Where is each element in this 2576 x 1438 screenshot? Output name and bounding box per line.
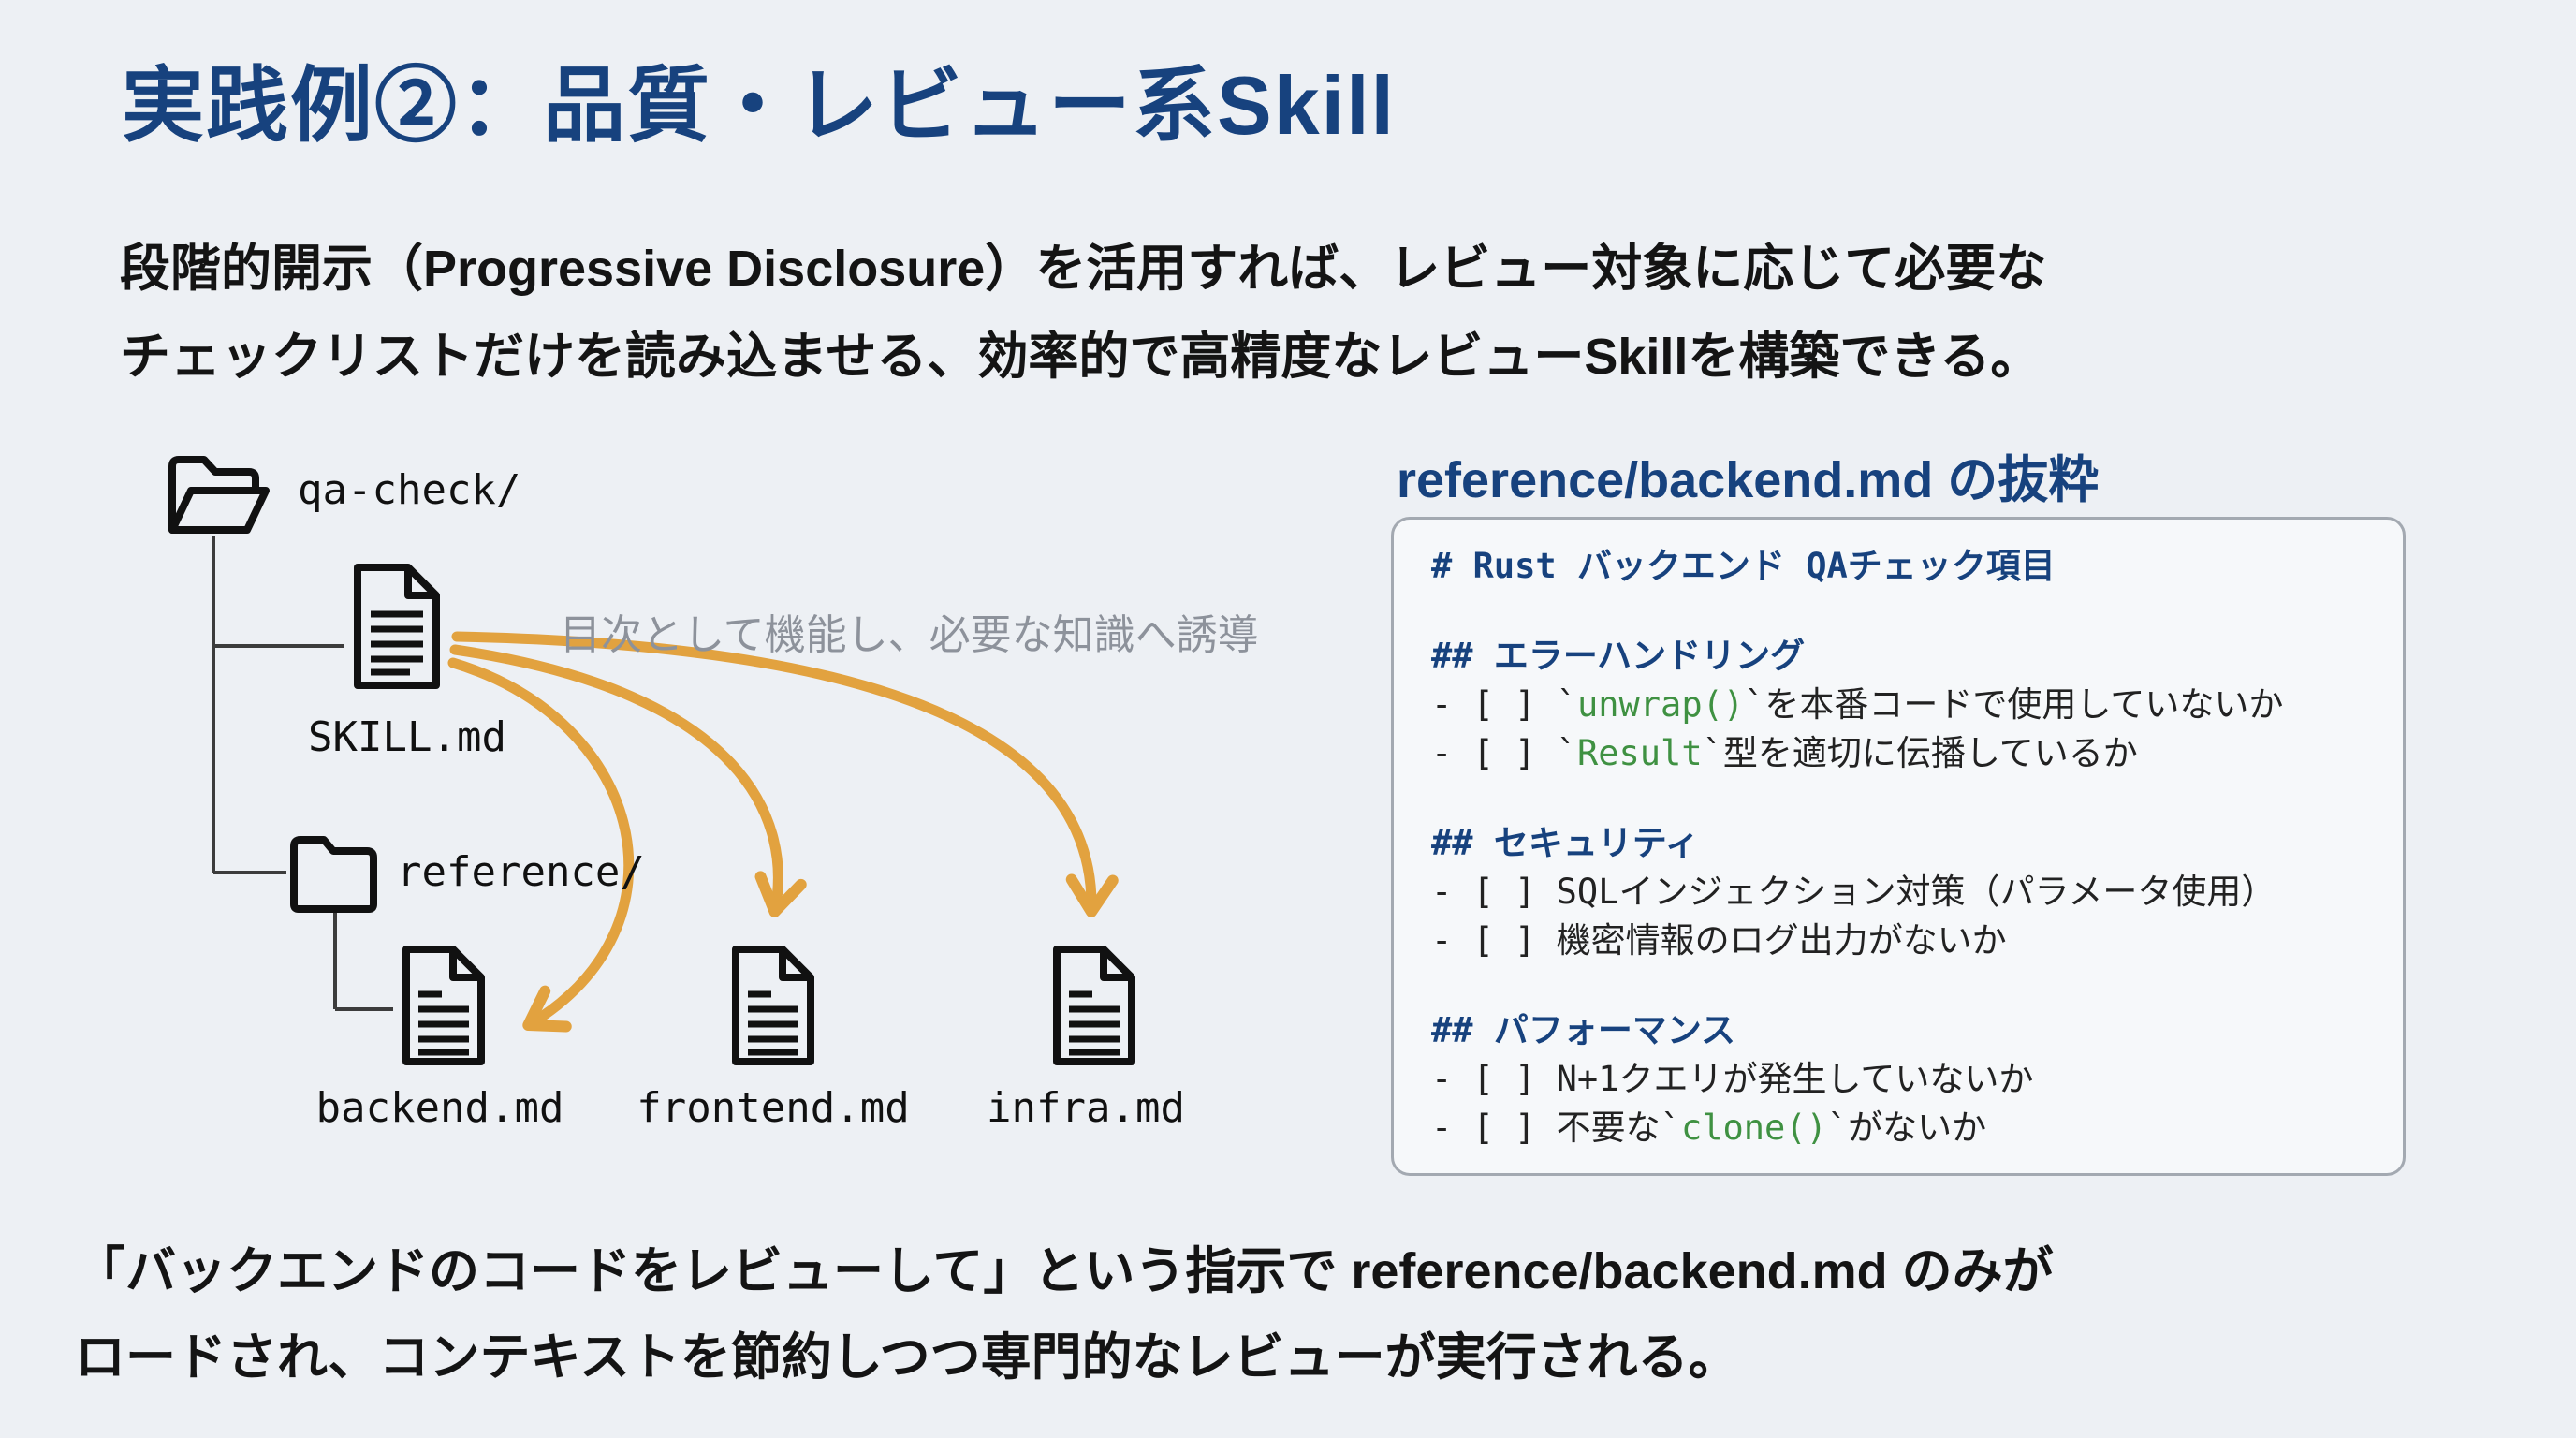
code-checklist-item: - [ ] 機密情報のログ出力がないか [1431,917,2365,965]
backend-md-file-label: backend.md [315,1084,564,1132]
code-text: `がないか [1826,1108,1987,1148]
infra-md-file-label: infra.md [987,1084,1185,1132]
code-text: - [ ] N+1クエリが発生していないか [1431,1059,2034,1099]
qa-check-folder-label: qa-check/ [298,466,521,514]
footer-line-1: 「バックエンドのコードをレビューして」という指示で reference/back… [75,1243,2054,1299]
footer-text: 「バックエンドのコードをレビューして」という指示で reference/back… [75,1228,2054,1401]
code-blank-line [1431,778,2365,819]
code-checklist-item: - [ ] SQLインジェクション対策（パラメータ使用） [1431,868,2365,917]
code-text: - [ ] 機密情報のログ出力がないか [1431,920,2007,961]
code-checklist-item: - [ ] `unwrap()`を本番コードで使用していないか [1431,681,2365,729]
code-text: - [ ] ` [1431,733,1577,773]
code-checklist-item: - [ ] 不要な`clone()`がないか [1431,1104,2365,1152]
code-panel: # Rust バックエンド QAチェック項目 ## エラーハンドリング - [ … [1391,517,2406,1176]
inline-code: clone() [1680,1108,1827,1148]
code-h2-error-handling: ## エラーハンドリング [1431,636,1806,676]
code-h2-performance: ## パフォーマンス [1431,1010,1736,1050]
code-text: - [ ] 不要な` [1431,1108,1681,1148]
code-blank-line [1431,965,2365,1006]
skill-annotation-text: 目次として機能し、必要な知識へ誘導 [560,612,1259,658]
arrow-skill-to-frontend [449,644,807,917]
code-text: `型を適切に伝播しているか [1702,733,2138,773]
arrow-skill-to-infra [451,631,1119,917]
code-text: - [ ] ` [1431,684,1577,725]
panel-title: reference/backend.md の抜粋 [1397,452,2100,508]
intro-text: 段階的開示（Progressive Disclosure）を活用すれば、レビュー… [120,225,2046,401]
code-blank-line [1431,591,2365,632]
code-h2-security: ## セキュリティ [1431,823,1700,863]
skill-md-file-icon [348,560,446,693]
frontend-md-file-label: frontend.md [637,1084,910,1132]
infra-md-file-icon [1047,942,1141,1069]
footer-line-2: ロードされ、コンテキストを節約しつつ専門的なレビューが実行される。 [75,1329,1739,1386]
inline-code: unwrap() [1576,684,1745,725]
tree-connector-lines [212,536,393,1011]
code-checklist-item: - [ ] N+1クエリが発生していないか [1431,1055,2365,1104]
inline-code: Result [1576,733,1703,773]
reference-folder-label: reference/ [397,848,645,896]
code-text: `を本番コードで使用していないか [1744,684,2284,725]
backend-md-file-icon [397,942,490,1069]
code-h1: # Rust バックエンド QAチェック項目 [1431,546,2056,586]
intro-line-2: チェックリストだけを読み込ませる、効率的で高精度なレビューSkillを構築できる… [120,329,2042,385]
code-checklist-item: - [ ] `Result`型を適切に伝播しているか [1431,729,2365,778]
page-title: 実践例②：品質・レビュー系Skill [122,59,1396,152]
frontend-md-file-icon [726,942,820,1069]
intro-line-1: 段階的開示（Progressive Disclosure）を活用すれば、レビュー… [120,241,2047,297]
skill-md-file-label: SKILL.md [308,713,506,761]
open-folder-icon [159,446,273,539]
code-text: - [ ] SQLインジェクション対策（パラメータ使用） [1431,872,2276,912]
arrow-skill-to-backend [447,657,635,1033]
reference-folder-icon [286,829,380,914]
